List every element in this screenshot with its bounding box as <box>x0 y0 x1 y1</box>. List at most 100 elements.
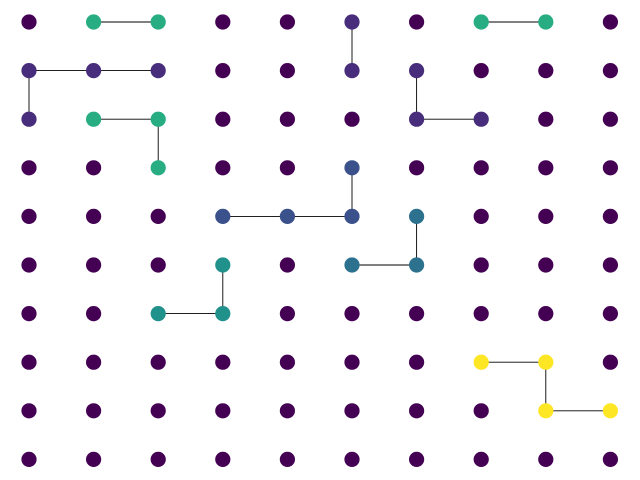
graph-node <box>473 354 489 370</box>
graph-node <box>21 63 37 79</box>
graph-node <box>602 451 619 467</box>
graph-node <box>538 160 554 176</box>
graph-node <box>344 354 360 370</box>
graph-node <box>602 306 619 322</box>
graph-node <box>602 354 619 370</box>
graph-node <box>86 208 102 224</box>
graph-node <box>21 111 37 127</box>
graph-node <box>344 208 360 224</box>
graph-node <box>409 306 425 322</box>
graph-node <box>150 14 166 30</box>
graph-node <box>538 257 554 273</box>
graph-node <box>409 63 425 79</box>
graph-node <box>215 208 231 224</box>
graph-node <box>279 451 295 467</box>
graph-node <box>538 451 554 467</box>
graph-node <box>150 451 166 467</box>
graph-node <box>344 257 360 273</box>
graph-node <box>473 403 489 419</box>
graph-node <box>21 160 37 176</box>
graph-node <box>344 63 360 79</box>
graph-node <box>409 160 425 176</box>
graph-node <box>215 306 231 322</box>
graph-node <box>21 257 37 273</box>
graph-node <box>279 63 295 79</box>
graph-node <box>150 111 166 127</box>
graph-node <box>602 208 619 224</box>
graph-node <box>279 14 295 30</box>
graph-node <box>538 403 554 419</box>
graph-node <box>86 63 102 79</box>
graph-node <box>215 451 231 467</box>
graph-node <box>344 403 360 419</box>
graph-node <box>215 354 231 370</box>
graph-node <box>215 14 231 30</box>
graph-node <box>86 451 102 467</box>
graph-node <box>602 111 619 127</box>
graph-node <box>21 451 37 467</box>
graph-node <box>473 14 489 30</box>
graph-node <box>279 306 295 322</box>
graph-node <box>409 14 425 30</box>
graph-node <box>21 306 37 322</box>
graph-node <box>150 403 166 419</box>
graph-node <box>215 111 231 127</box>
graph-node <box>86 14 102 30</box>
graph-node <box>473 63 489 79</box>
graph-node <box>86 403 102 419</box>
graph-node <box>473 208 489 224</box>
edges-layer <box>28 21 611 412</box>
graph-node <box>150 208 166 224</box>
graph-node <box>473 257 489 273</box>
graph-node <box>602 257 619 273</box>
graph-node <box>344 14 360 30</box>
graph-node <box>215 257 231 273</box>
graph-node <box>86 306 102 322</box>
graph-node <box>150 257 166 273</box>
graph-node <box>602 160 619 176</box>
graph-node <box>538 111 554 127</box>
graph-node <box>21 354 37 370</box>
graph-node <box>279 257 295 273</box>
graph-node <box>538 306 554 322</box>
graph-node <box>602 14 619 30</box>
graph-node <box>538 208 554 224</box>
graph-node <box>473 451 489 467</box>
nodes-layer <box>21 14 619 467</box>
graph-node <box>344 306 360 322</box>
graph-node <box>344 160 360 176</box>
graph-node <box>21 14 37 30</box>
graph-node <box>602 63 619 79</box>
graph-node <box>409 257 425 273</box>
graph-node <box>86 354 102 370</box>
graph-node <box>150 160 166 176</box>
graph-node <box>409 451 425 467</box>
graph-node <box>86 160 102 176</box>
graph-node <box>86 111 102 127</box>
graph-node <box>215 403 231 419</box>
graph-node <box>150 306 166 322</box>
graph-node <box>150 354 166 370</box>
graph-node <box>86 257 102 273</box>
graph-node <box>344 451 360 467</box>
graph-node <box>279 111 295 127</box>
graph-node <box>279 354 295 370</box>
graph-node <box>215 63 231 79</box>
graph-node <box>473 111 489 127</box>
graph-node <box>279 160 295 176</box>
graph-node <box>538 63 554 79</box>
graph-node <box>279 403 295 419</box>
graph-node <box>538 354 554 370</box>
graph-node <box>409 208 425 224</box>
graph-node <box>279 208 295 224</box>
graph-node <box>21 208 37 224</box>
graph-node <box>473 160 489 176</box>
graph-node <box>602 403 619 419</box>
graph-node <box>538 14 554 30</box>
graph-node <box>409 111 425 127</box>
graph-node <box>215 160 231 176</box>
graph-node <box>150 63 166 79</box>
graph-node <box>409 354 425 370</box>
